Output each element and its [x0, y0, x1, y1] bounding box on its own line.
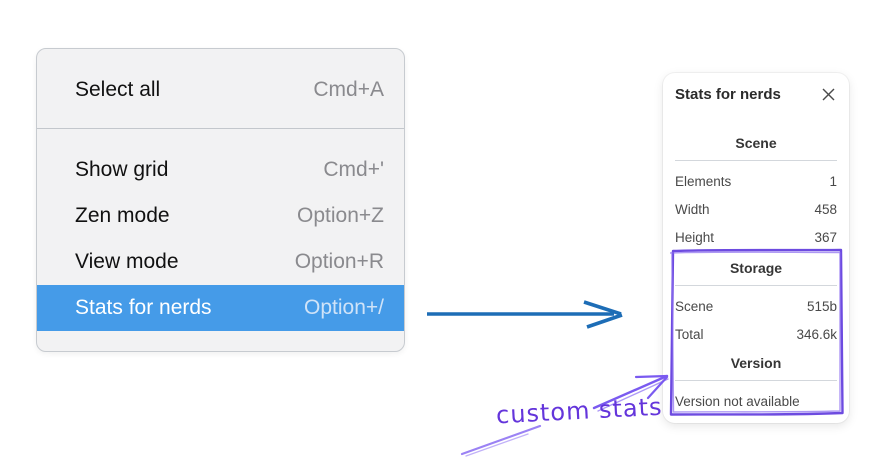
menu-item-label: View mode — [75, 250, 179, 273]
stat-label: Width — [675, 201, 710, 217]
stat-label: Height — [675, 229, 715, 245]
menu-item-shortcut: Cmd+A — [313, 78, 384, 101]
section-divider — [675, 380, 837, 381]
menu-item-view-mode[interactable]: View mode Option+R — [37, 239, 404, 285]
menu-item-shortcut: Cmd+' — [323, 158, 384, 181]
stat-value: 367 — [814, 229, 837, 245]
section-heading-scene: Scene — [735, 135, 777, 151]
stat-label: Elements — [675, 173, 732, 189]
menu-item-label: Zen mode — [75, 204, 170, 227]
context-menu: Select all Cmd+A Show grid Cmd+' Zen mod… — [36, 48, 405, 352]
menu-item-label: Stats for nerds — [75, 296, 212, 319]
menu-item-zen-mode[interactable]: Zen mode Option+Z — [37, 193, 404, 239]
menu-item-label: Select all — [75, 78, 161, 101]
annotation-label: custom stats — [495, 392, 664, 430]
menu-item-show-grid[interactable]: Show grid Cmd+' — [37, 147, 404, 193]
close-icon[interactable] — [819, 85, 837, 103]
menu-item-stats-for-nerds[interactable]: Stats for nerds Option+/ — [37, 285, 404, 331]
menu-item-shortcut: Option+Z — [297, 204, 384, 227]
arrow-right-icon — [427, 300, 623, 329]
section-heading-version: Version — [730, 355, 782, 371]
stat-value: 1 — [829, 173, 837, 189]
stat-value: 346.6k — [796, 326, 837, 342]
section-heading-storage: Storage — [729, 260, 783, 276]
stat-row-elements: Elements 1 — [675, 167, 837, 195]
version-note: Version not available — [675, 393, 800, 409]
stats-panel-header: Stats for nerds — [675, 85, 837, 103]
stats-panel-title: Stats for nerds — [675, 85, 781, 103]
stat-row-height: Height 367 — [675, 223, 837, 251]
stats-panel: Stats for nerds Scene Elements 1 Width 4… — [663, 73, 849, 423]
menu-item-select-all[interactable]: Select all Cmd+A — [37, 64, 404, 116]
stat-row-width: Width 458 — [675, 195, 837, 223]
stat-label: Total — [675, 326, 704, 342]
stat-label: Scene — [675, 298, 714, 314]
menu-item-shortcut: Option+R — [294, 250, 384, 273]
menu-divider — [37, 128, 404, 129]
stat-row-total-storage: Total 346.6k — [675, 320, 837, 348]
stat-value: 515b — [806, 298, 837, 314]
stat-row-scene-storage: Scene 515b — [675, 292, 837, 320]
stat-value: 458 — [814, 201, 837, 217]
section-divider — [675, 160, 837, 161]
menu-item-label: Show grid — [75, 158, 169, 181]
menu-item-shortcut: Option+/ — [304, 296, 384, 319]
menu-group: Show grid Cmd+' Zen mode Option+Z View m… — [37, 147, 404, 331]
section-divider — [675, 285, 837, 286]
